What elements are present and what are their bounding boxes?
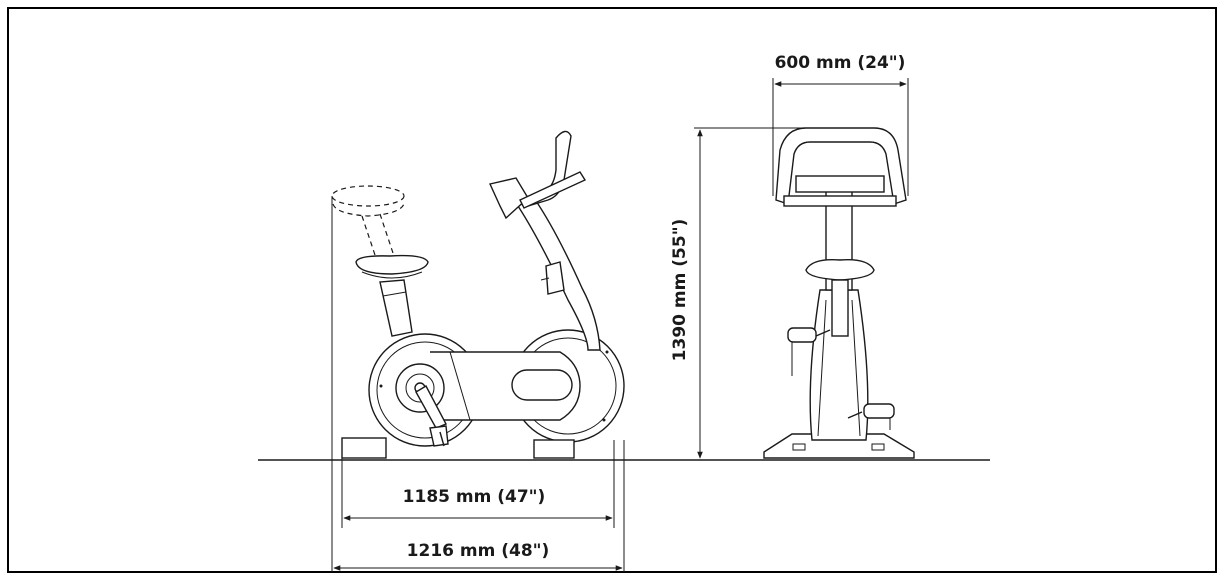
seat-post bbox=[379, 279, 413, 337]
crank bbox=[395, 363, 449, 447]
dimension-label-outer: 1216 mm (48") bbox=[407, 541, 550, 561]
console bbox=[489, 177, 529, 220]
front-seat-post bbox=[831, 279, 849, 337]
front-foot bbox=[533, 439, 575, 459]
dimension-label-inner: 1185 mm (47") bbox=[403, 487, 546, 507]
body-slot bbox=[511, 369, 573, 401]
rear-foot bbox=[341, 437, 387, 459]
front-base bbox=[763, 433, 915, 459]
dimension-length-1185: 1185 mm (47") bbox=[341, 440, 615, 528]
dimension-label-height: 1390 mm (55") bbox=[670, 219, 690, 362]
dimension-height-1390: 1390 mm (55") bbox=[670, 127, 820, 459]
side-view-bike bbox=[331, 130, 625, 459]
dimension-length-1216: 1216 mm (48") bbox=[331, 196, 625, 572]
dimension-width-600: 600 mm (24") bbox=[772, 53, 909, 196]
bottle-holder bbox=[545, 261, 565, 295]
front-view-bike bbox=[763, 127, 915, 459]
front-seat bbox=[805, 259, 875, 281]
front-pedal-right bbox=[847, 403, 895, 430]
front-handlebar bbox=[775, 127, 907, 207]
front-pedal-left bbox=[787, 327, 831, 376]
figure-frame bbox=[7, 7, 1217, 573]
handlebar bbox=[519, 130, 587, 209]
seat-raised-dashed bbox=[331, 185, 405, 259]
frame-body bbox=[430, 351, 581, 421]
dimension-label-width: 600 mm (24") bbox=[775, 53, 906, 73]
seat bbox=[355, 254, 429, 279]
